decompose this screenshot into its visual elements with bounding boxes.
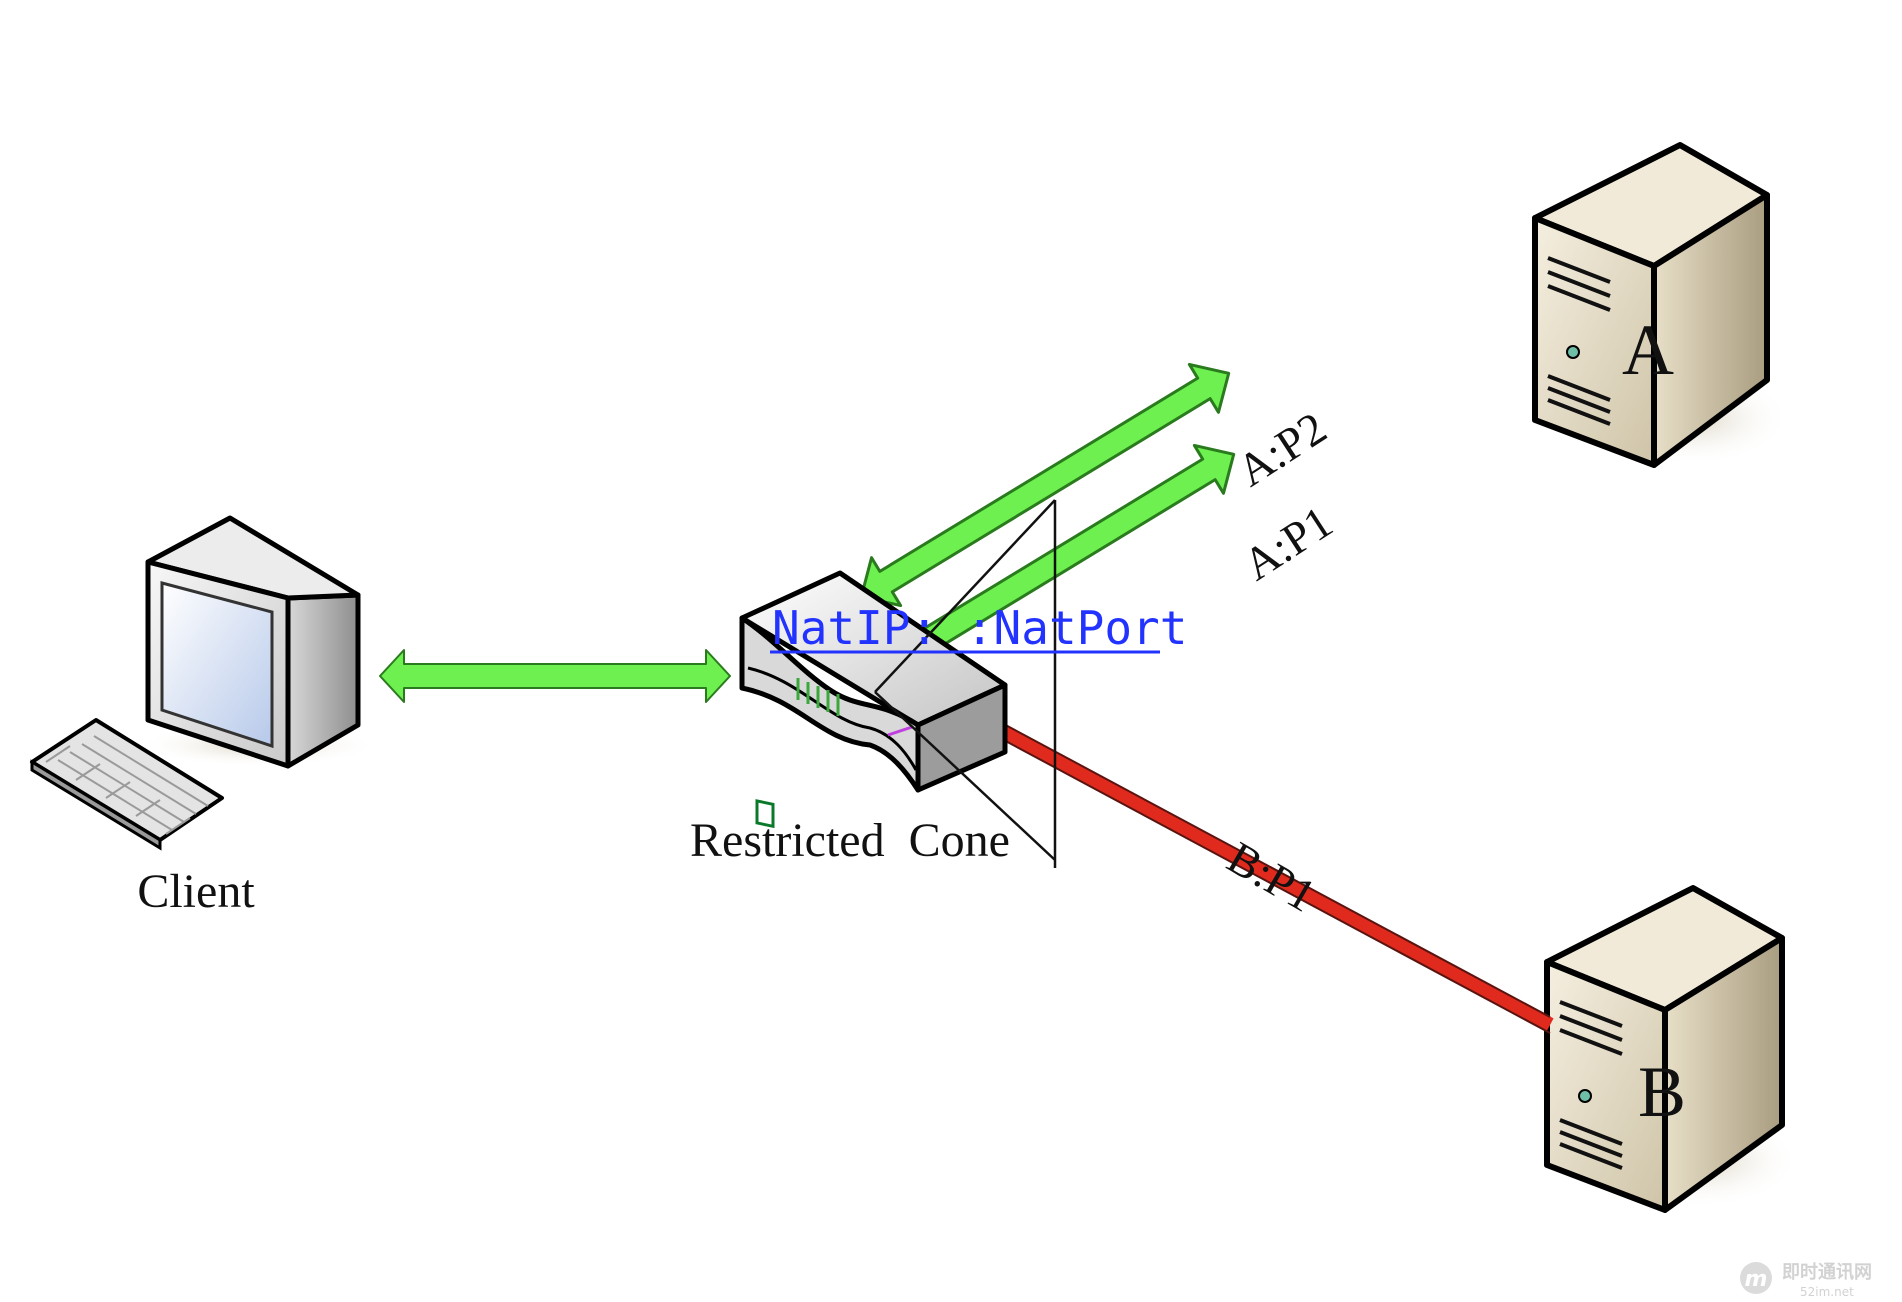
server-b-icon [1544, 885, 1800, 1213]
nat-type-label: Restricted Cone [690, 814, 1010, 867]
label-a-p1: A:P1 [1234, 496, 1341, 590]
server-b-label: B [1638, 1052, 1686, 1132]
watermark-site-cn: 即时通讯网 [1782, 1262, 1872, 1283]
nat-router-icon [739, 570, 1008, 829]
watermark-logo: m [1745, 1267, 1768, 1292]
link-a-p2 [859, 362, 1231, 608]
client-label: Client [137, 865, 255, 918]
filter-cone-outline [874, 499, 1057, 868]
label-a-p2: A:P2 [1228, 402, 1335, 496]
watermark-site-url: 52im.net [1800, 1285, 1854, 1299]
server-a-icon [1532, 142, 1790, 468]
client-computer-icon [30, 515, 378, 851]
nat-address-label: NatIP: :NatPort [772, 601, 1187, 655]
site-watermark: m 即时通讯网 52im.net [1740, 1262, 1872, 1299]
label-b-p1: B:P1 [1219, 831, 1324, 921]
client-nat-arrow [379, 649, 731, 703]
server-a-label: A [1622, 310, 1674, 390]
link-b-p1 [996, 723, 1554, 1032]
